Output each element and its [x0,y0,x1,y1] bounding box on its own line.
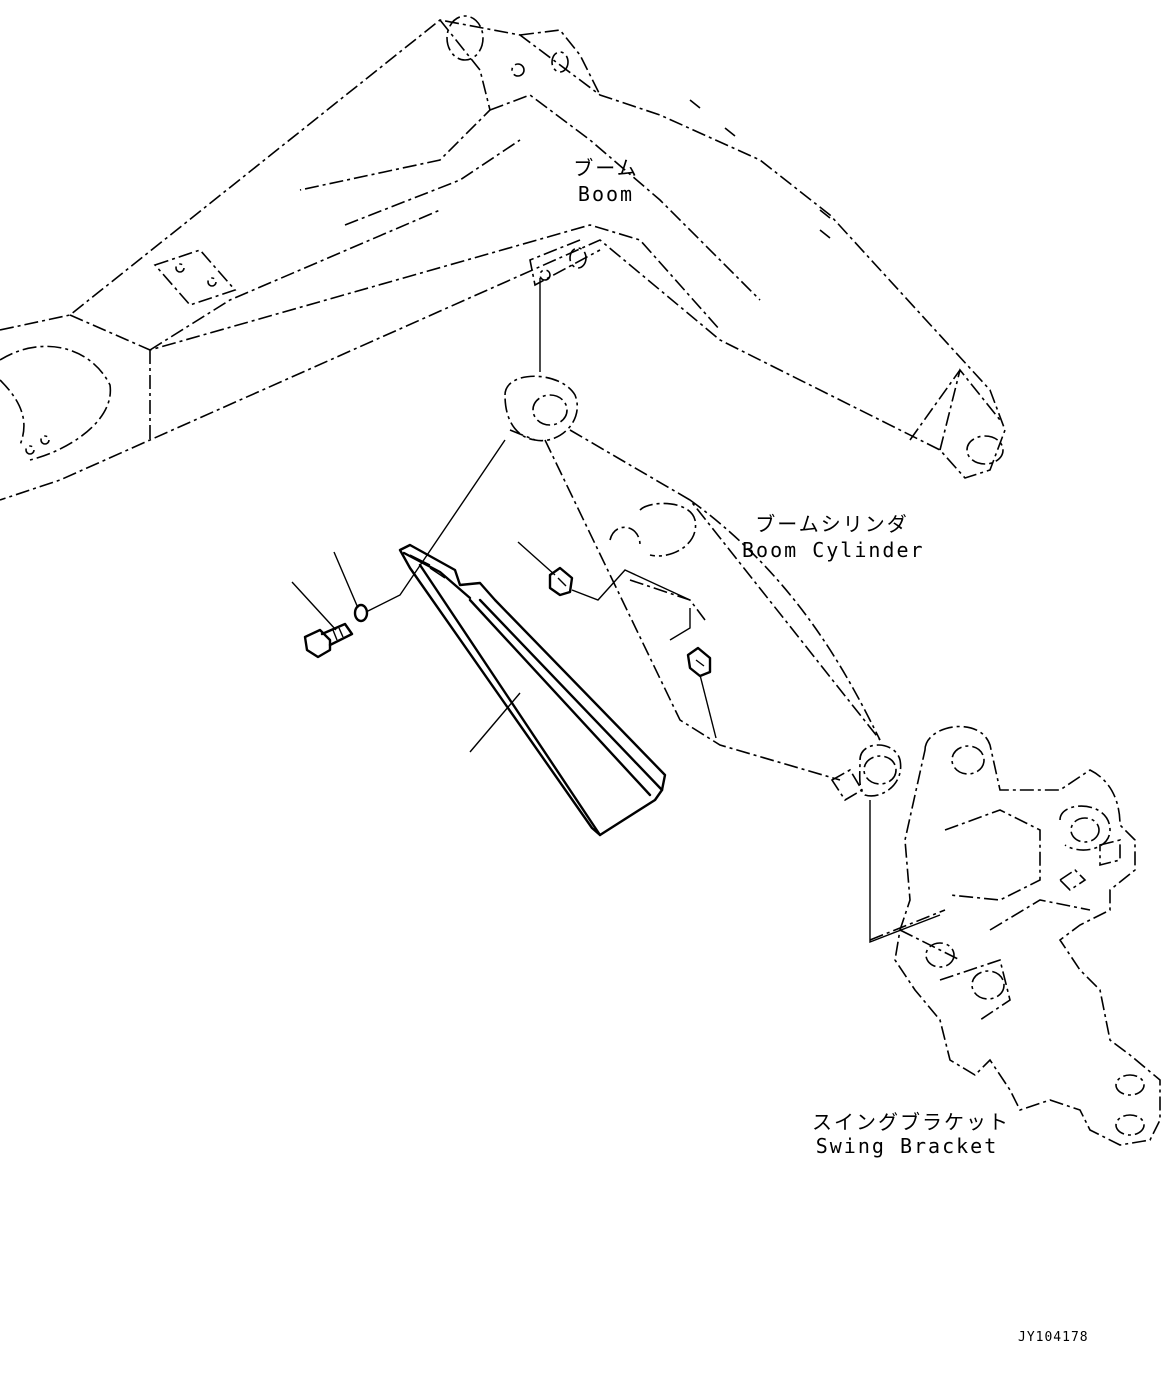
swing-bracket-label-en: Swing Bracket [815,1134,999,1158]
leader-lines [291,278,941,944]
washer [353,603,369,623]
drawing-code: JY104178 [1018,1330,1089,1345]
boom-cylinder-outline [504,375,902,802]
cylinder-cover [398,543,667,837]
nut-lower [686,646,712,678]
nut-upper [548,566,574,597]
boom-cylinder-label-jp: ブームシリンダ [755,512,909,536]
swing-bracket-outline [869,725,1161,1146]
boom-cylinder-label-en: Boom Cylinder [742,538,925,562]
boom-outline [0,15,1006,501]
bolt [303,622,354,659]
swing-bracket-label-jp: スイングブラケット [812,1110,1010,1134]
boom-label-en: Boom [577,182,635,206]
boom-label-jp: ブーム [573,156,639,180]
